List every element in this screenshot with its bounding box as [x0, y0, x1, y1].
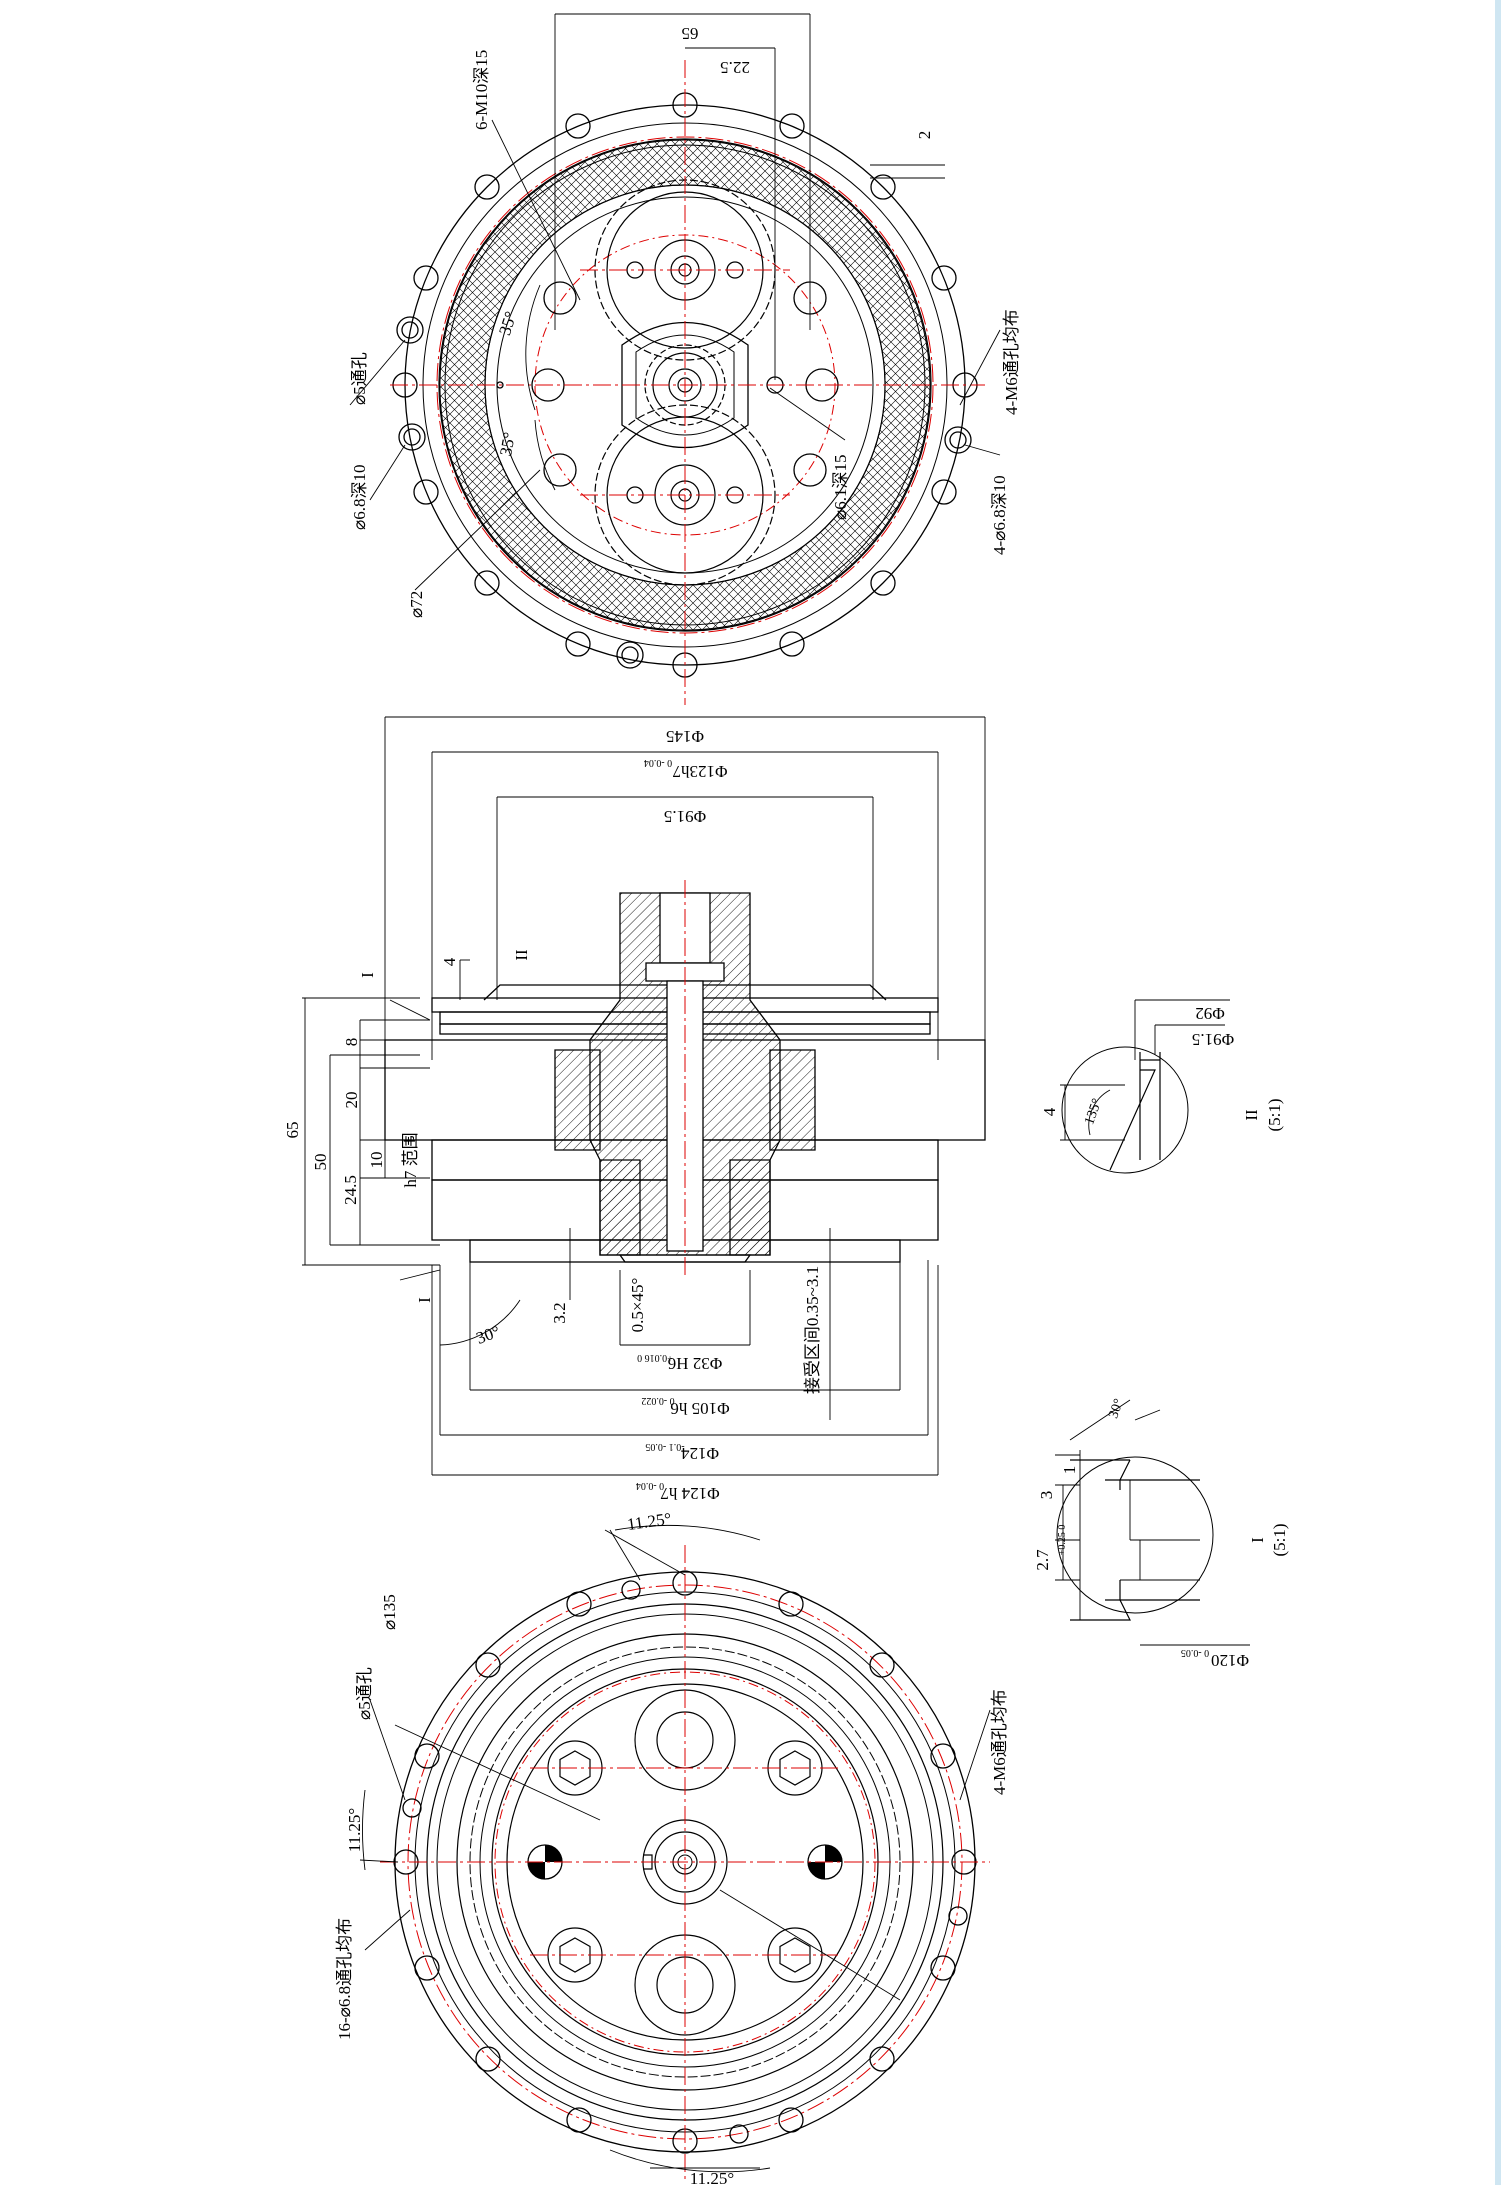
label-d123-tol: 0 -0.04: [644, 757, 672, 768]
label-d91-5-detail: Φ91.5: [1192, 1030, 1234, 1049]
detail-I: [1055, 1399, 1250, 1646]
label-d124a: Φ124: [681, 1444, 719, 1463]
label-hole-4-6-8: 4-⌀6.8深10: [990, 475, 1009, 555]
dim-24-5: 24.5: [341, 1175, 360, 1205]
bottom-centerlines: [380, 1545, 990, 2180]
label-d124b: Φ124 h7: [660, 1484, 720, 1503]
dim-4-detail: 4: [1040, 1107, 1059, 1116]
mark-I-bottom: I: [415, 1297, 434, 1303]
label-h7: h7 范围: [401, 1132, 420, 1187]
angle-35-b: 35°: [496, 431, 519, 458]
scale-I: (5:1): [1270, 1523, 1289, 1556]
page-edge-strip: [1495, 0, 1501, 2185]
dim-20: 20: [342, 1092, 361, 1109]
scale-II: (5:1): [1265, 1098, 1284, 1131]
angle-left: 11.25°: [345, 1808, 364, 1852]
detail-II-labels: Φ92 Φ91.5 4 135° II (5:1): [1040, 1004, 1284, 1132]
label-d120: Φ120: [1211, 1651, 1249, 1670]
label-d123: Φ123h7: [672, 762, 727, 781]
label-d105-tol: 0 -0.022: [641, 1395, 674, 1406]
label-hole-6-8: ⌀6.8深10: [350, 465, 369, 531]
label-chamfer: 0.5×45°: [628, 1278, 647, 1333]
label-m10: 6-M10深15: [472, 50, 491, 130]
right-bearing-section: [769, 1049, 816, 1151]
dim-10: 10: [367, 1152, 386, 1169]
left-bearing-section: [554, 1049, 601, 1151]
label-hole-5: ⌀5通孔: [350, 352, 369, 405]
dim-50: 50: [311, 1154, 330, 1171]
label-m6-bottom: 4-M6通孔均布: [990, 1689, 1009, 1795]
label-d124b-tol: 0 -0.04: [636, 1480, 664, 1491]
label-d120-tol: 0 -0.05: [1181, 1647, 1209, 1658]
top-view-labels: 65 22.5 2 6-M10深15 35° 35° ⌀5通孔 ⌀6.8深10 …: [350, 24, 1021, 618]
label-d105: Φ105 h6: [670, 1399, 729, 1418]
label-range: 接受区间0.35~3.1: [803, 1266, 822, 1394]
left-sleeve-section: [599, 1159, 641, 1256]
title-I: I: [1248, 1537, 1267, 1543]
angle-30-detail: 30°: [1106, 1397, 1127, 1421]
label-d32: Φ32 H6: [668, 1354, 722, 1373]
dim-65-side: 65: [283, 1122, 302, 1139]
dim-22-5: 22.5: [720, 58, 750, 77]
label-dia-135: ⌀135: [380, 1594, 399, 1630]
dim-1: 1: [1060, 1466, 1079, 1475]
label-d32-tol: +0.016 0: [637, 1352, 673, 1363]
bottom-view: [359, 1524, 991, 2180]
shaft-end: [618, 1254, 752, 1263]
title-II: II: [1242, 1109, 1261, 1121]
label-m6: 4-M6通孔均布: [1002, 309, 1021, 415]
side-section-view: [302, 716, 986, 1476]
bottom-view-labels: 11.25° ⌀135 ⌀5通孔 11.25° 16-⌀6.8通孔均布 4-M6…: [335, 1509, 1009, 2185]
dim-8: 8: [342, 1038, 361, 1047]
bottom-leaders: [359, 1524, 991, 2173]
mark-II-top: II: [512, 949, 531, 961]
label-d124a-tol: -0.1 -0.05: [645, 1441, 684, 1452]
label-holes-16: 16-⌀6.8通孔均布: [335, 1918, 354, 2040]
label-d92: Φ92: [1195, 1004, 1224, 1023]
housing-circle: [438, 138, 932, 632]
label-hole-6-1: ⌀6.1深15: [831, 455, 850, 521]
mark-I-top: I: [358, 972, 377, 978]
sun-carrier-inner: [635, 334, 735, 436]
label-hole-5-bottom: ⌀5通孔: [355, 1667, 374, 1720]
side-view-labels: Φ145 Φ123h7 0 -0.04 Φ91.5 I II 4 8 20 65…: [283, 727, 822, 1503]
top-centerlines: [390, 60, 985, 705]
label-d145: Φ145: [666, 727, 704, 746]
detail-II: [1060, 999, 1230, 1174]
right-sleeve-section: [729, 1159, 771, 1256]
dim-3-2: 3.2: [550, 1302, 569, 1323]
top-dimensions: [349, 13, 1001, 591]
detail-I-labels: 30° 1 3 2.7 +0.25 0 Φ120 0 -0.05 I (5:1): [1033, 1397, 1289, 1670]
bottom-flange-holes: [393, 1570, 977, 2154]
sun-carrier: [621, 321, 749, 449]
top-view: [349, 13, 1001, 705]
dim-4-side: 4: [440, 957, 459, 966]
label-d91-5: Φ91.5: [664, 807, 706, 826]
label-dia-72: ⌀72: [407, 591, 426, 618]
dim-2: 2: [915, 131, 934, 140]
dim-2-7-tol: +0.25 0: [1057, 1525, 1068, 1556]
angle-bottom: 11.25°: [690, 2169, 734, 2185]
dim-3: 3: [1037, 1491, 1056, 1500]
dim-2-7: 2.7: [1033, 1549, 1052, 1571]
dim-65: 65: [682, 24, 699, 43]
